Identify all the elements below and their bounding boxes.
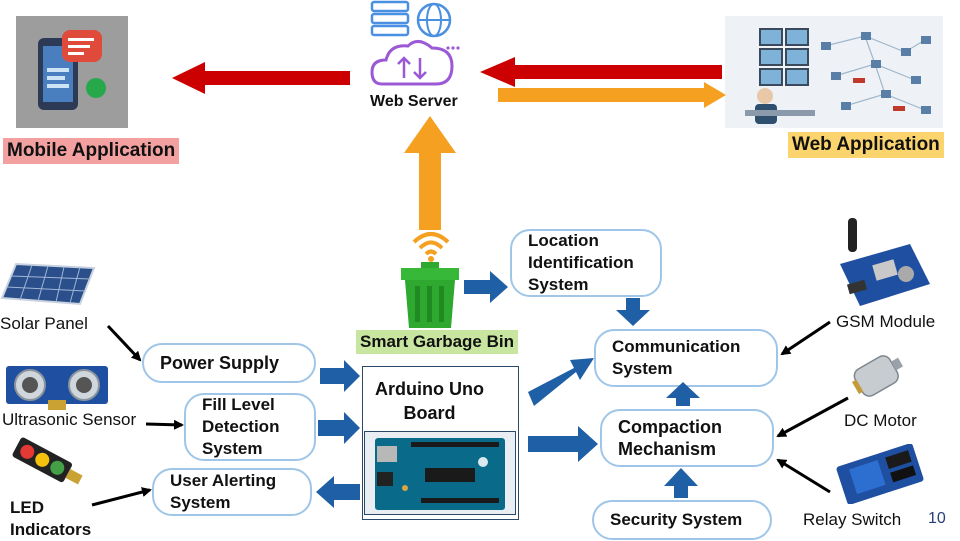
compaction-node-text: Compaction Mechanism <box>618 417 723 459</box>
user-alerting-node: User Alerting System <box>152 468 312 516</box>
mobile-app-label: Mobile Application <box>3 138 180 164</box>
arrow-arduino-to-alerting <box>316 476 360 508</box>
gsm-module-label: GSM Module <box>836 312 936 331</box>
red-arrow-to-server <box>480 57 722 87</box>
page-number: 10 <box>928 510 946 527</box>
dc-motor-label: DC Motor <box>844 411 917 430</box>
arrow-motor-to-compaction <box>776 396 849 438</box>
alerting-node-text: User Alerting System <box>170 471 277 512</box>
web-app-image <box>725 16 943 128</box>
top-arrows <box>172 57 726 230</box>
communication-node-text: Communication System <box>612 337 741 378</box>
web-app-label: Web Application <box>788 132 944 158</box>
smart-bin-label: Smart Garbage Bin <box>356 330 518 354</box>
fill-level-node-text: Fill Level Detection System <box>202 395 280 458</box>
red-arrow-to-mobile <box>172 62 350 94</box>
fill-level-node: Fill Level Detection System <box>184 393 316 461</box>
led-indicators-label: LED Indicators <box>10 498 92 539</box>
power-node-text: Power Supply <box>160 353 280 373</box>
solar-panel-image <box>0 262 96 306</box>
web-server-label: Web Server <box>370 93 458 110</box>
security-system-node: Security System <box>592 500 772 540</box>
arrow-solar-to-power <box>106 324 142 362</box>
location-identification-node: Location Identification System <box>510 229 662 297</box>
power-supply-node: Power Supply <box>142 343 316 383</box>
ultrasonic-sensor-image <box>4 362 110 410</box>
solar-panel-label: Solar Panel <box>0 314 88 333</box>
arrow-arduino-to-compaction <box>528 426 598 462</box>
arrow-gsm-to-communication <box>780 320 831 356</box>
orange-arrow-to-webapp <box>498 82 726 108</box>
led-indicators-image <box>8 434 88 494</box>
arrow-led-to-alerting <box>91 487 152 507</box>
wifi-icon <box>410 226 452 262</box>
security-node-text: Security System <box>610 510 743 529</box>
arrow-relay-to-compaction <box>776 458 831 494</box>
arrow-bin-to-location <box>464 271 508 303</box>
dc-motor-image <box>850 348 906 402</box>
arduino-board-image <box>364 431 516 515</box>
arrow-arduino-to-communication <box>528 358 594 406</box>
smart-bin-icon <box>399 262 461 328</box>
arrow-security-to-compaction <box>664 468 698 498</box>
web-server-icon <box>368 0 460 90</box>
arduino-label: Arduino Uno Board <box>375 379 484 423</box>
relay-switch-label: Relay Switch <box>803 510 902 529</box>
arrow-compaction-to-communication <box>666 382 700 406</box>
arrow-ultrasonic-to-fill <box>145 419 184 430</box>
orange-arrow-to-server <box>404 116 456 230</box>
arduino-board-box: Arduino Uno Board <box>362 366 519 520</box>
arrow-location-to-communication <box>616 298 650 326</box>
gsm-module-image <box>834 214 934 310</box>
compaction-mechanism-node: Compaction Mechanism <box>600 409 774 467</box>
ultrasonic-sensor-label: Ultrasonic Sensor <box>2 410 137 429</box>
arrow-power-to-arduino <box>320 360 360 392</box>
arrow-fill-to-arduino <box>318 412 360 444</box>
location-node-text: Location Identification System <box>528 231 634 294</box>
relay-switch-image <box>834 443 926 505</box>
mobile-app-image <box>16 16 128 128</box>
